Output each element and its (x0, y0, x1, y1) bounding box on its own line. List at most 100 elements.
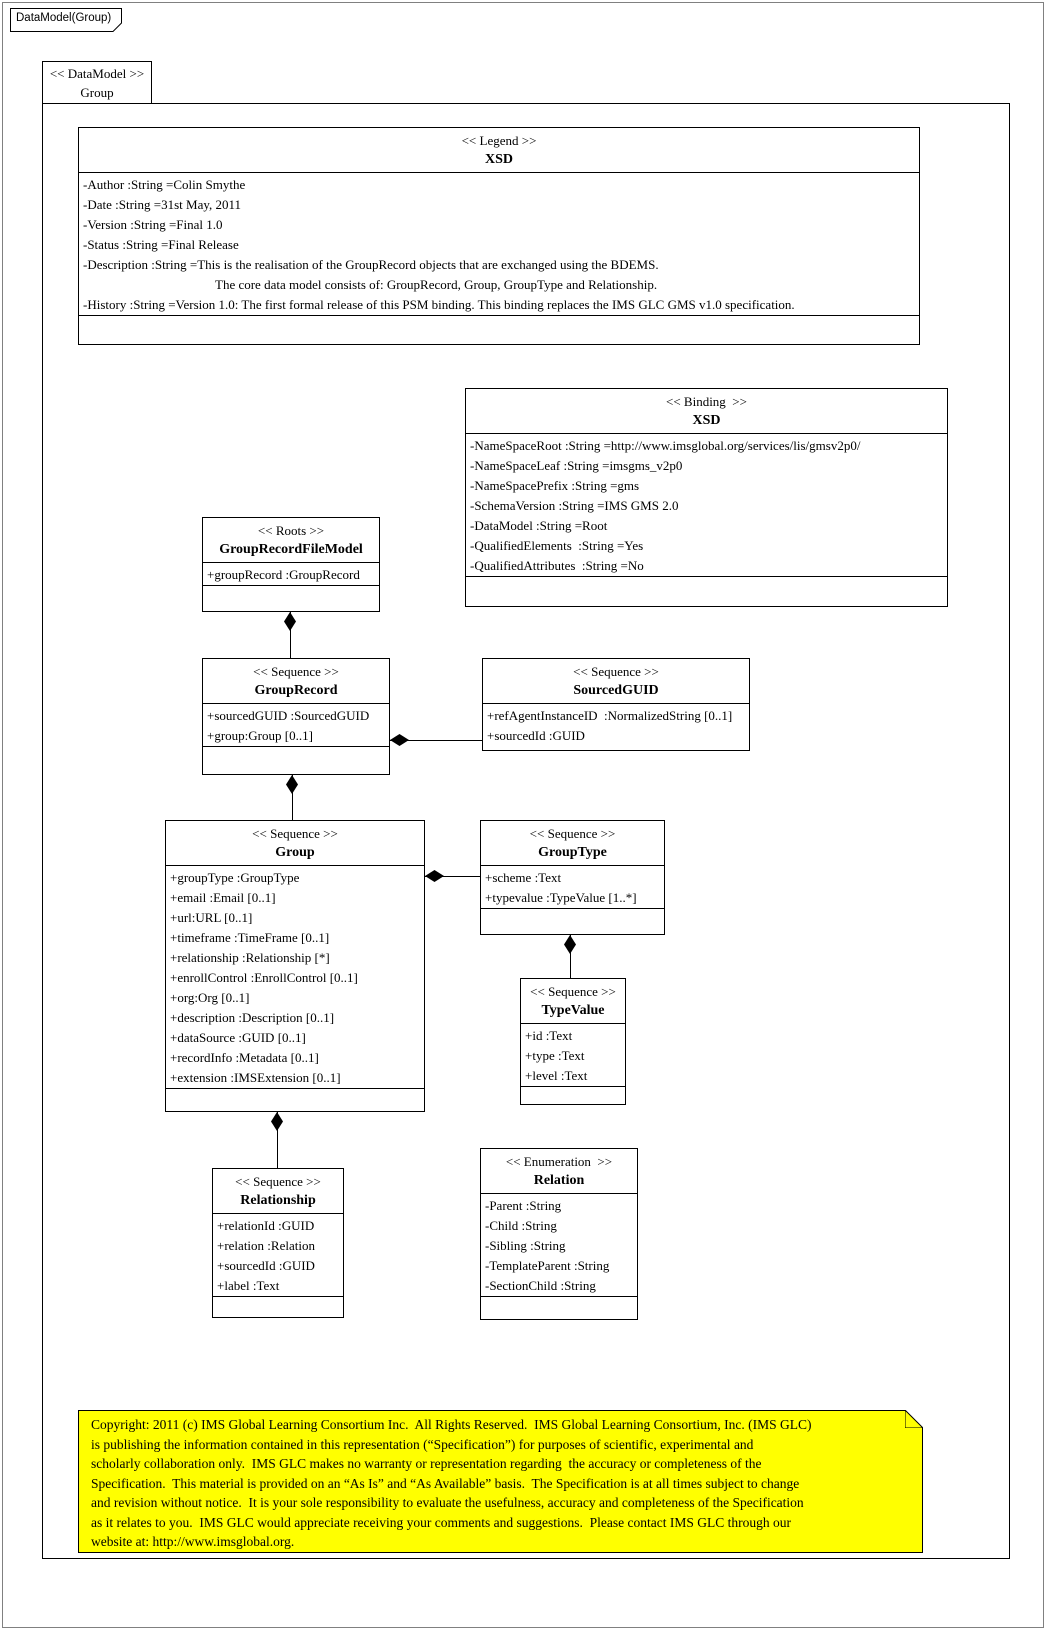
composition-connector-line (277, 1112, 278, 1168)
note-line: Copyright: 2011 (c) IMS Global Learning … (91, 1417, 812, 1432)
attributes-compartment: +refAgentInstanceID :NormalizedString [0… (483, 704, 749, 746)
attributes-compartment: -NameSpaceRoot :String =http://www.imsgl… (466, 434, 947, 576)
stereotype: << Sequence >> (253, 664, 339, 679)
attribute-line: +groupType :GroupType (170, 870, 300, 885)
attribute-line: -Author :String =Colin Smythe (83, 177, 246, 192)
note-line: as it relates to you. IMS GLC would appr… (91, 1514, 791, 1530)
attribute-line: +url:URL [0..1] (170, 910, 253, 925)
attribute-line: -Parent :String (485, 1198, 562, 1213)
note-fold-icon (904, 1408, 925, 1429)
attributes-compartment: +relationId :GUID +relation :Relation +s… (213, 1214, 343, 1296)
composition-diamond-icon (286, 775, 298, 794)
attribute-line: -SectionChild :String (485, 1278, 596, 1293)
composition-connector-line (390, 740, 482, 741)
attribute-line: -DataModel :String =Root (470, 518, 608, 533)
attribute-line: +dataSource :GUID [0..1] (170, 1030, 306, 1045)
attribute-line: +level :Text (525, 1068, 588, 1083)
attribute-line: +sourcedId :GUID (217, 1258, 315, 1273)
empty-compartment (481, 1296, 637, 1319)
class-name: GroupRecord (254, 683, 338, 698)
attributes-compartment: +scheme :Text +typevalue :TypeValue [1..… (481, 866, 664, 908)
attribute-line: +id :Text (525, 1028, 573, 1043)
class-name: GroupRecordFileModel (219, 542, 363, 557)
empty-compartment (79, 315, 919, 344)
attribute-line: +enrollControl :EnrollControl [0..1] (170, 970, 358, 985)
class-header: << Roots >> GroupRecordFileModel (203, 518, 379, 563)
attribute-line: -NameSpacePrefix :String =gms (470, 478, 640, 493)
attribute-line: +relationId :GUID (217, 1218, 315, 1233)
class-header: << Enumeration >> Relation (481, 1149, 637, 1194)
composition-diamond-icon (390, 734, 409, 746)
attribute-line: The core data model consists of: GroupRe… (215, 277, 658, 292)
empty-compartment (213, 1296, 343, 1317)
empty-compartment (203, 746, 389, 774)
attribute-line: +typevalue :TypeValue [1..*] (485, 890, 637, 905)
attribute-line: +groupRecord :GroupRecord (207, 567, 360, 582)
attribute-line: -NameSpaceRoot :String =http://www.imsgl… (470, 438, 861, 453)
class-name: Group (275, 845, 315, 860)
attribute-line: +email :Email [0..1] (170, 890, 276, 905)
class-name: Relation (533, 1173, 585, 1188)
empty-compartment (203, 585, 379, 611)
class-box-group-record: << Sequence >> GroupRecord +sourcedGUID … (202, 658, 390, 775)
composition-connector-line (570, 935, 571, 978)
tab-label: DataModel(Group) (16, 12, 112, 24)
class-header: << Binding >> XSD (466, 389, 947, 434)
attribute-line: -TemplateParent :String (485, 1258, 610, 1273)
copyright-note: Copyright: 2011 (c) IMS Global Learning … (78, 1408, 925, 1553)
class-name: SourcedGUID (573, 683, 659, 698)
stereotype: << Roots >> (257, 523, 325, 538)
attribute-line: -Child :String (485, 1218, 557, 1233)
attribute-line: +refAgentInstanceID :NormalizedString [0… (487, 708, 733, 723)
attribute-line: +description :Description [0..1] (170, 1010, 335, 1025)
class-box-relation: << Enumeration >> Relation -Parent :Stri… (480, 1148, 638, 1320)
attribute-line: -Status :String =Final Release (83, 237, 239, 252)
empty-compartment (481, 908, 664, 934)
note-line: scholarly collaboration only. IMS GLC ma… (91, 1456, 762, 1471)
stereotype: << Sequence >> (235, 1174, 321, 1189)
attribute-line: +timeframe :TimeFrame [0..1] (170, 930, 330, 945)
attribute-line: -SchemaVersion :String =IMS GMS 2.0 (470, 498, 679, 513)
tab-outline (10, 8, 122, 32)
attributes-compartment: +groupRecord :GroupRecord (203, 563, 379, 585)
class-header: << Sequence >> GroupType (481, 821, 664, 866)
class-box-legend: << Legend >> XSD -Author :String =Colin … (78, 127, 920, 345)
attribute-line: +sourcedId :GUID (487, 728, 585, 743)
note-line: website at: http://www.imsglobal.org. (91, 1534, 295, 1549)
stereotype: << Sequence >> (573, 664, 659, 679)
attribute-line: +sourcedGUID :SourcedGUID (207, 708, 370, 723)
class-box-sourced-guid: << Sequence >> SourcedGUID +refAgentInst… (482, 658, 750, 751)
note-line: is publishing the information contained … (91, 1436, 754, 1452)
stereotype: << Binding >> (666, 394, 747, 409)
empty-compartment (521, 1086, 625, 1104)
diagram-tab[interactable]: DataModel(Group) (10, 8, 122, 32)
attribute-line: -Description :String =This is the realis… (83, 257, 659, 272)
frame-stereotype: << DataModel >> (49, 66, 145, 81)
class-name: XSD (484, 152, 513, 167)
class-box-group-record-file-model: << Roots >> GroupRecordFileModel +groupR… (202, 517, 380, 612)
attribute-line: -Sibling :String (485, 1238, 566, 1253)
class-name: TypeValue (541, 1003, 605, 1018)
attributes-compartment: +groupType :GroupType +email :Email [0..… (166, 866, 424, 1088)
tab-shape-icon (10, 8, 122, 32)
attribute-line: -Date :String =31st May, 2011 (83, 197, 242, 212)
composition-diamond-icon (564, 935, 576, 954)
composition-diamond-icon (284, 612, 296, 631)
attributes-compartment: +sourcedGUID :SourcedGUID +group:Group [… (203, 704, 389, 746)
class-box-group: << Sequence >> Group +groupType :GroupTy… (165, 820, 425, 1112)
attribute-line: +recordInfo :Metadata [0..1] (170, 1050, 319, 1065)
stereotype: << Sequence >> (529, 826, 616, 841)
class-name: GroupType (538, 845, 607, 860)
stereotype: << Sequence >> (530, 984, 616, 999)
frame-label: << DataModel >> Group (42, 61, 152, 104)
attributes-compartment: -Parent :String -Child :String -Sibling … (481, 1194, 637, 1296)
attribute-line: -QualifiedAttributes :String =No (470, 558, 644, 573)
attribute-line: +scheme :Text (485, 870, 562, 885)
class-name: XSD (692, 413, 721, 428)
class-name: Relationship (240, 1193, 316, 1208)
note-line: Specification. This material is provided… (91, 1475, 800, 1491)
class-box-relationship: << Sequence >> Relationship +relationId … (212, 1168, 344, 1318)
class-box-type-value: << Sequence >> TypeValue +id :Text +type… (520, 978, 626, 1105)
class-header: << Sequence >> Group (166, 821, 424, 866)
